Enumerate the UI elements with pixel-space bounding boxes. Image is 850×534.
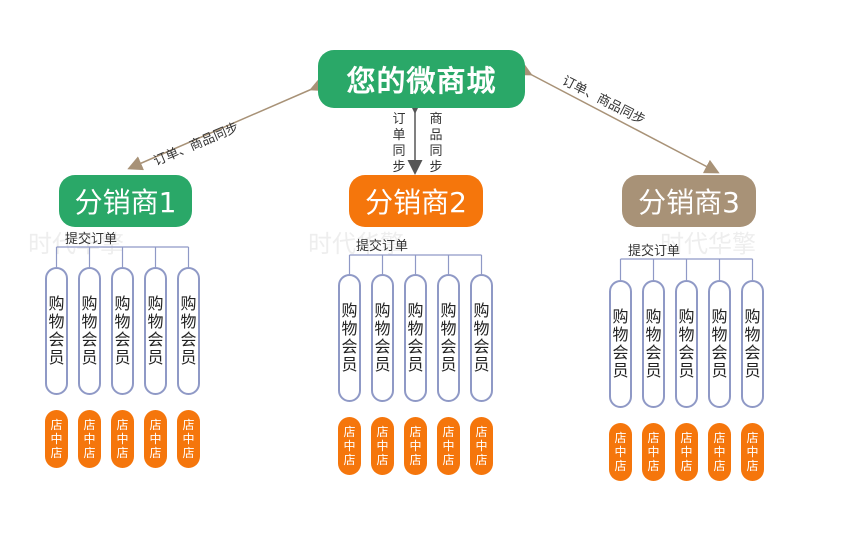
watermark: 时代华擎 <box>660 230 756 258</box>
sync-arrow-right <box>515 61 720 174</box>
mall-node: 您的微商城 <box>318 50 525 108</box>
member-pill: 购物会员 <box>45 267 68 395</box>
member-label: 购物会员 <box>48 294 65 367</box>
submit-order-label-3: 提交订单 <box>628 244 681 259</box>
store-label: 店中店 <box>149 418 162 460</box>
store-label: 店中店 <box>475 425 488 467</box>
store-label: 店中店 <box>746 431 759 473</box>
watermark: 时代华擎 <box>28 230 124 258</box>
member-pill: 购物会员 <box>404 274 427 402</box>
store-label: 店中店 <box>647 431 660 473</box>
store-label: 店中店 <box>343 425 356 467</box>
store-pill: 店中店 <box>177 410 200 468</box>
store-pill: 店中店 <box>470 417 493 475</box>
member-label: 购物会员 <box>407 301 424 374</box>
distributor-3: 分销商3 <box>622 175 756 227</box>
submit-order-label-1: 提交订单 <box>65 232 118 247</box>
store-pill: 店中店 <box>111 410 134 468</box>
store-label: 店中店 <box>442 425 455 467</box>
member-pill: 购物会员 <box>609 280 632 408</box>
member-label: 购物会员 <box>612 307 629 380</box>
member-pill: 购物会员 <box>371 274 394 402</box>
store-pill: 店中店 <box>708 423 731 481</box>
store-label: 店中店 <box>680 431 693 473</box>
store-pill: 店中店 <box>741 423 764 481</box>
store-label: 店中店 <box>116 418 129 460</box>
store-pill: 店中店 <box>642 423 665 481</box>
member-pill: 购物会员 <box>470 274 493 402</box>
store-pill: 店中店 <box>144 410 167 468</box>
sync-label-goods: 商品同步 <box>429 112 443 175</box>
store-label: 店中店 <box>409 425 422 467</box>
member-label: 购物会员 <box>711 307 728 380</box>
store-pill: 店中店 <box>78 410 101 468</box>
member-pill: 购物会员 <box>708 280 731 408</box>
store-pill: 店中店 <box>371 417 394 475</box>
member-label: 购物会员 <box>744 307 761 380</box>
store-label: 店中店 <box>83 418 96 460</box>
member-label: 购物会员 <box>180 294 197 367</box>
store-pill: 店中店 <box>675 423 698 481</box>
member-label: 购物会员 <box>147 294 164 367</box>
member-pill: 购物会员 <box>338 274 361 402</box>
member-pill: 购物会员 <box>675 280 698 408</box>
store-label: 店中店 <box>50 418 63 460</box>
member-label: 购物会员 <box>678 307 695 380</box>
store-pill: 店中店 <box>45 410 68 468</box>
store-label: 店中店 <box>182 418 195 460</box>
store-pill: 店中店 <box>437 417 460 475</box>
distributor-1: 分销商1 <box>59 175 192 227</box>
watermark: 时代华擎 <box>308 230 404 258</box>
member-pill: 购物会员 <box>437 274 460 402</box>
store-pill: 店中店 <box>404 417 427 475</box>
member-pill: 购物会员 <box>177 267 200 395</box>
store-pill: 店中店 <box>609 423 632 481</box>
member-label: 购物会员 <box>341 301 358 374</box>
member-pill: 购物会员 <box>111 267 134 395</box>
member-label: 购物会员 <box>473 301 490 374</box>
member-label: 购物会员 <box>374 301 391 374</box>
member-pill: 购物会员 <box>642 280 665 408</box>
sync-label-orders: 订单同步 <box>392 112 406 175</box>
store-pill: 店中店 <box>338 417 361 475</box>
member-pill: 购物会员 <box>144 267 167 395</box>
store-label: 店中店 <box>713 431 726 473</box>
submit-order-label-2: 提交订单 <box>356 239 409 254</box>
sync-arrow-left <box>127 77 326 171</box>
store-label: 店中店 <box>614 431 627 473</box>
member-pill: 购物会员 <box>741 280 764 408</box>
member-label: 购物会员 <box>645 307 662 380</box>
member-label: 购物会员 <box>114 294 131 367</box>
member-label: 购物会员 <box>440 301 457 374</box>
member-pill: 购物会员 <box>78 267 101 395</box>
member-label: 购物会员 <box>81 294 98 367</box>
store-label: 店中店 <box>376 425 389 467</box>
distributor-2: 分销商2 <box>349 175 483 227</box>
